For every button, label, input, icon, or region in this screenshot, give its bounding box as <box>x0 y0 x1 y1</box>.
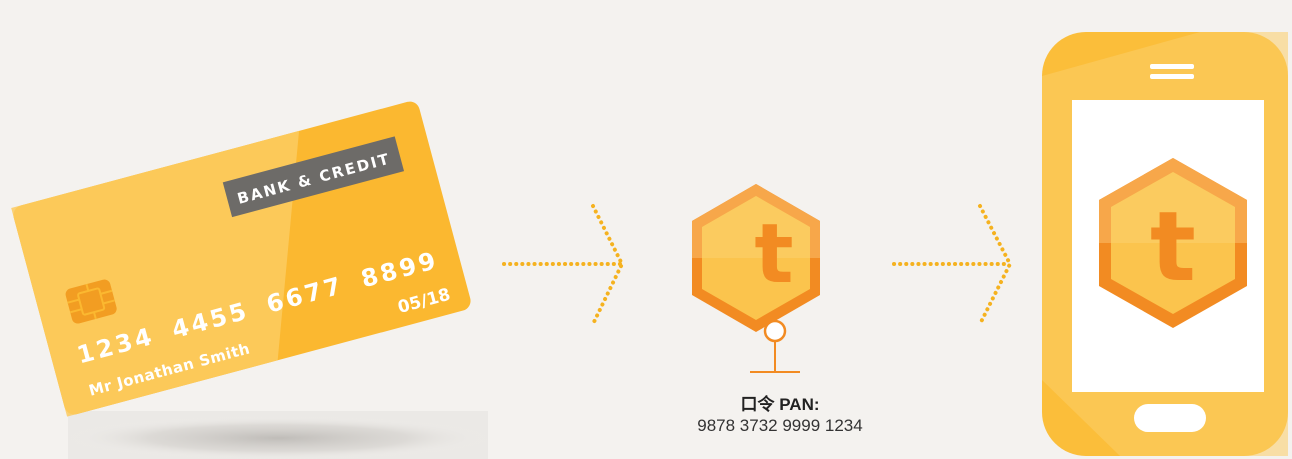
phone-speaker <box>1150 64 1194 69</box>
phone-speaker <box>1150 74 1194 79</box>
card-shadow <box>63 411 493 459</box>
token-caption: 口令 PAN: 9878 3732 9999 1234 <box>630 390 930 436</box>
token-value: 9878 3732 9999 1234 <box>630 416 930 436</box>
dotted-arrow-2 <box>894 206 1010 324</box>
token-hexagon-icon: t <box>692 184 820 332</box>
phone-home-button <box>1134 404 1206 432</box>
token-label-prefix: 口令 <box>740 395 774 414</box>
token-label-field: PAN: <box>779 395 819 414</box>
token-label: 口令 PAN: <box>630 390 930 415</box>
token-letter: t <box>754 207 793 302</box>
dotted-arrow-1 <box>504 206 622 324</box>
credit-card: BANK & CREDIT 1234 4455 6677 8899 Mr Jon… <box>11 99 473 416</box>
phone-token-letter: t <box>1150 191 1196 303</box>
